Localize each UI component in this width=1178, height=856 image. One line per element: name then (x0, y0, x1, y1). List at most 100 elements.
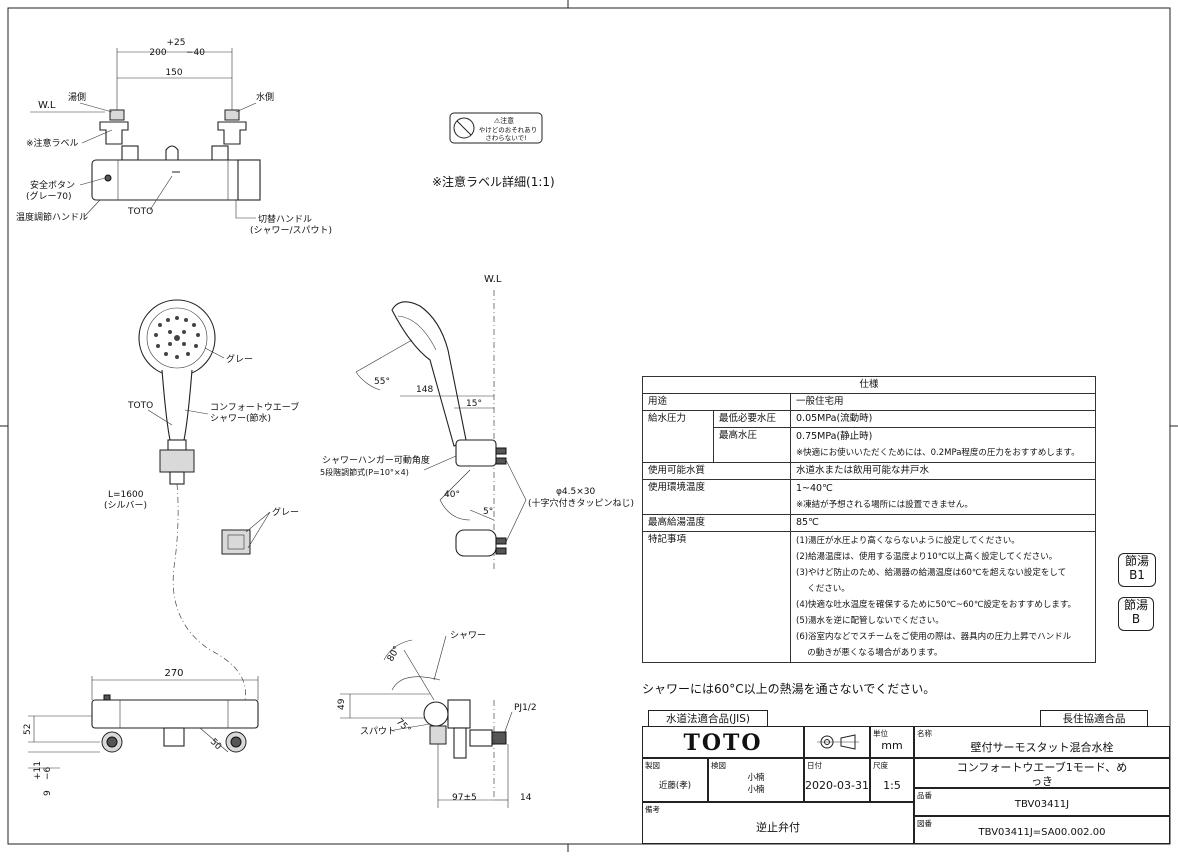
toto-logo: TOTO (683, 730, 763, 756)
spec-note-6: (6)浴室内などでスチームをご使用の際は、器具内の圧力上昇でハンドル (796, 632, 1072, 642)
spec-hot-value: 85℃ (790, 514, 1096, 532)
dim-200: 200 (149, 48, 166, 58)
dim-148: 148 (416, 385, 433, 395)
name-label: 名称 (917, 729, 932, 738)
hanger-angle-label: シャワーハンガー可動角度 (322, 454, 430, 466)
dim-tol-plus-bottom: +11 (33, 761, 43, 780)
unit-label: 単位 (873, 729, 888, 738)
shower-front-view: グレー TOTO コンフォートウエーブ シャワー(節水) L=1600 (シルバ… (104, 299, 299, 701)
dim-50: 50 (208, 737, 223, 752)
shower-handle (161, 369, 193, 441)
shower-gray-label: グレー (226, 353, 253, 365)
spec-note-3b: ください。 (796, 584, 850, 594)
angle-75: 75° (394, 717, 412, 735)
name-line3: っき (1031, 775, 1053, 788)
tb-checker-cell: 検図 小楠 小楠 (708, 758, 804, 802)
lower-holder (455, 529, 497, 557)
tb-drawing-cell: 図番 TBV03411J=SA00.002.00 (914, 816, 1170, 844)
hanger-steps-label: 5段階調節式(P=10°×4) (320, 467, 409, 477)
screw-type: (十字穴付きタッピンねじ) (528, 497, 634, 509)
dim-9: 9 (43, 790, 53, 796)
tb-unit-cell: 単位 mm (870, 726, 914, 758)
scale-value: 1:5 (883, 779, 901, 792)
spec-notes-cell: (1)湯圧が水圧より高くならないように設定してください。 (2)給湯温度は、使用… (790, 531, 1096, 663)
spec-note-6b: の動きが悪くなる場合があります。 (796, 648, 943, 658)
spec-env-value: 1~40℃ (796, 483, 833, 494)
spec-min-label: 最低必要水圧 (713, 410, 791, 428)
spec-max-label: 最高水圧 (713, 427, 791, 463)
safety-button-label: 安全ボタン (30, 179, 75, 191)
wl-label-top: W.L (38, 100, 56, 111)
tb-scale-cell: 尺度 1:5 (870, 758, 914, 802)
holder-detail (221, 529, 251, 555)
spec-note-2: (2)給湯温度は、使用する温度より10℃以上高く設定してください。 (796, 552, 1058, 562)
jis-tab: 水道法適合品(JIS) (648, 710, 768, 727)
spec-pressure-label: 給水圧力 (642, 410, 714, 463)
hose-length: L=1600 (108, 490, 144, 500)
spec-use-value: 一般住宅用 (790, 393, 1096, 411)
badge-b: 節湯 B (1118, 597, 1154, 631)
checker-value2: 小楠 (747, 785, 765, 795)
cold-side-label: 水側 (256, 91, 274, 103)
projection-symbol-icon (817, 734, 859, 750)
product-line1: コンフォートウエーブ (210, 401, 299, 413)
angle-40: 40° (444, 490, 460, 500)
drawing-value: TBV03411J=SA00.002.00 (978, 827, 1106, 838)
pj-thread: PJ1/2 (514, 703, 537, 713)
angle-15: 15° (466, 399, 482, 409)
safety-button (104, 174, 112, 182)
caution-line2: さわらないで! (485, 134, 526, 142)
dim-tol-minus: −40 (186, 48, 205, 58)
spout-label: スパウト (360, 726, 396, 737)
caution-label-caption: ※注意ラベル詳細(1:1) (432, 175, 555, 189)
drafter-value: 近藤(孝) (658, 781, 692, 791)
warning-note: シャワーには60°C以上の熱湯を通さないでください。 (642, 682, 936, 696)
shower-direction-label: シャワー (450, 631, 486, 641)
badge-b-bottom: B (1131, 612, 1141, 626)
spec-use-label: 用途 (642, 393, 791, 411)
temp-handle-label: 温度調節ハンドル (16, 211, 88, 223)
angle-55: 55° (374, 377, 390, 387)
name-line2: コンフォートウエーブ1モード、め (956, 761, 1128, 774)
remarks-value: 逆止弁付 (756, 821, 800, 834)
toto-mark-top: TOTO (127, 207, 153, 217)
date-label: 日付 (807, 761, 822, 770)
badge-b1: 節湯 B1 (1118, 553, 1156, 587)
badge-b-top: 節湯 (1123, 598, 1148, 612)
tb-projection-cell (804, 726, 870, 758)
tb-name-cell-bottom: コンフォートウエーブ1モード、め っき (914, 758, 1170, 788)
badge-b1-top: 節湯 (1124, 554, 1149, 568)
top-view: +25 −40 200 150 W.L 湯側 水側 ※注意ラベル 安全ボタン (… (16, 38, 332, 236)
switch-handle-label: 切替ハンドル (258, 213, 312, 225)
safety-button-color: (グレー70) (26, 190, 71, 202)
spec-note-5: (5)湯水を逆に配管しないでください。 (796, 616, 944, 626)
spec-note-1: (1)湯圧が水圧より高くならないように設定してください。 (796, 536, 1020, 546)
spec-water-label: 使用可能水質 (642, 462, 791, 480)
spec-hot-label: 最高給湯温度 (642, 514, 791, 532)
name-line1: 壁付サーモスタット混合水栓 (970, 741, 1114, 754)
shower-toto-label: TOTO (127, 401, 153, 411)
caution-line1: やけどのおそれあり (479, 126, 538, 134)
switch-handle-mode: (シャワー/スパウト) (250, 225, 332, 236)
shower-hose (172, 483, 246, 701)
tb-drafter-cell: 製図 近藤(孝) (642, 758, 708, 802)
caution-label-detail: ⚠注意 やけどのおそれあり さわらないで! (449, 112, 543, 144)
unit-value: mm (881, 739, 903, 752)
hose-color: (シルバー) (104, 500, 147, 511)
spec-note-4: (4)快適な吐水温度を確保するために50℃~60℃設定をおすすめします。 (796, 600, 1077, 610)
chojyu-tab: 長住協適合品 (1040, 710, 1148, 727)
part-label: 品番 (917, 791, 932, 800)
switch-handle-side (423, 701, 449, 727)
spec-max-cell: 0.75MPa(静止時) ※快適にお使いいただくためには、0.2MPa程度の圧力… (790, 427, 1096, 463)
angle-5: 5° (483, 507, 493, 517)
dim-49: 49 (337, 698, 347, 710)
dim-14: 14 (520, 793, 532, 803)
hot-side-label: 湯側 (68, 91, 86, 103)
tb-name-cell-top: 名称 壁付サーモスタット混合水栓 (914, 726, 1170, 758)
faucet-body-bottom (91, 699, 259, 729)
caution-title: ⚠注意 (494, 116, 514, 125)
spec-env-cell: 1~40℃ ※凍結が予想される場所には設置できません。 (790, 479, 1096, 515)
no-touch-icon (453, 117, 475, 139)
